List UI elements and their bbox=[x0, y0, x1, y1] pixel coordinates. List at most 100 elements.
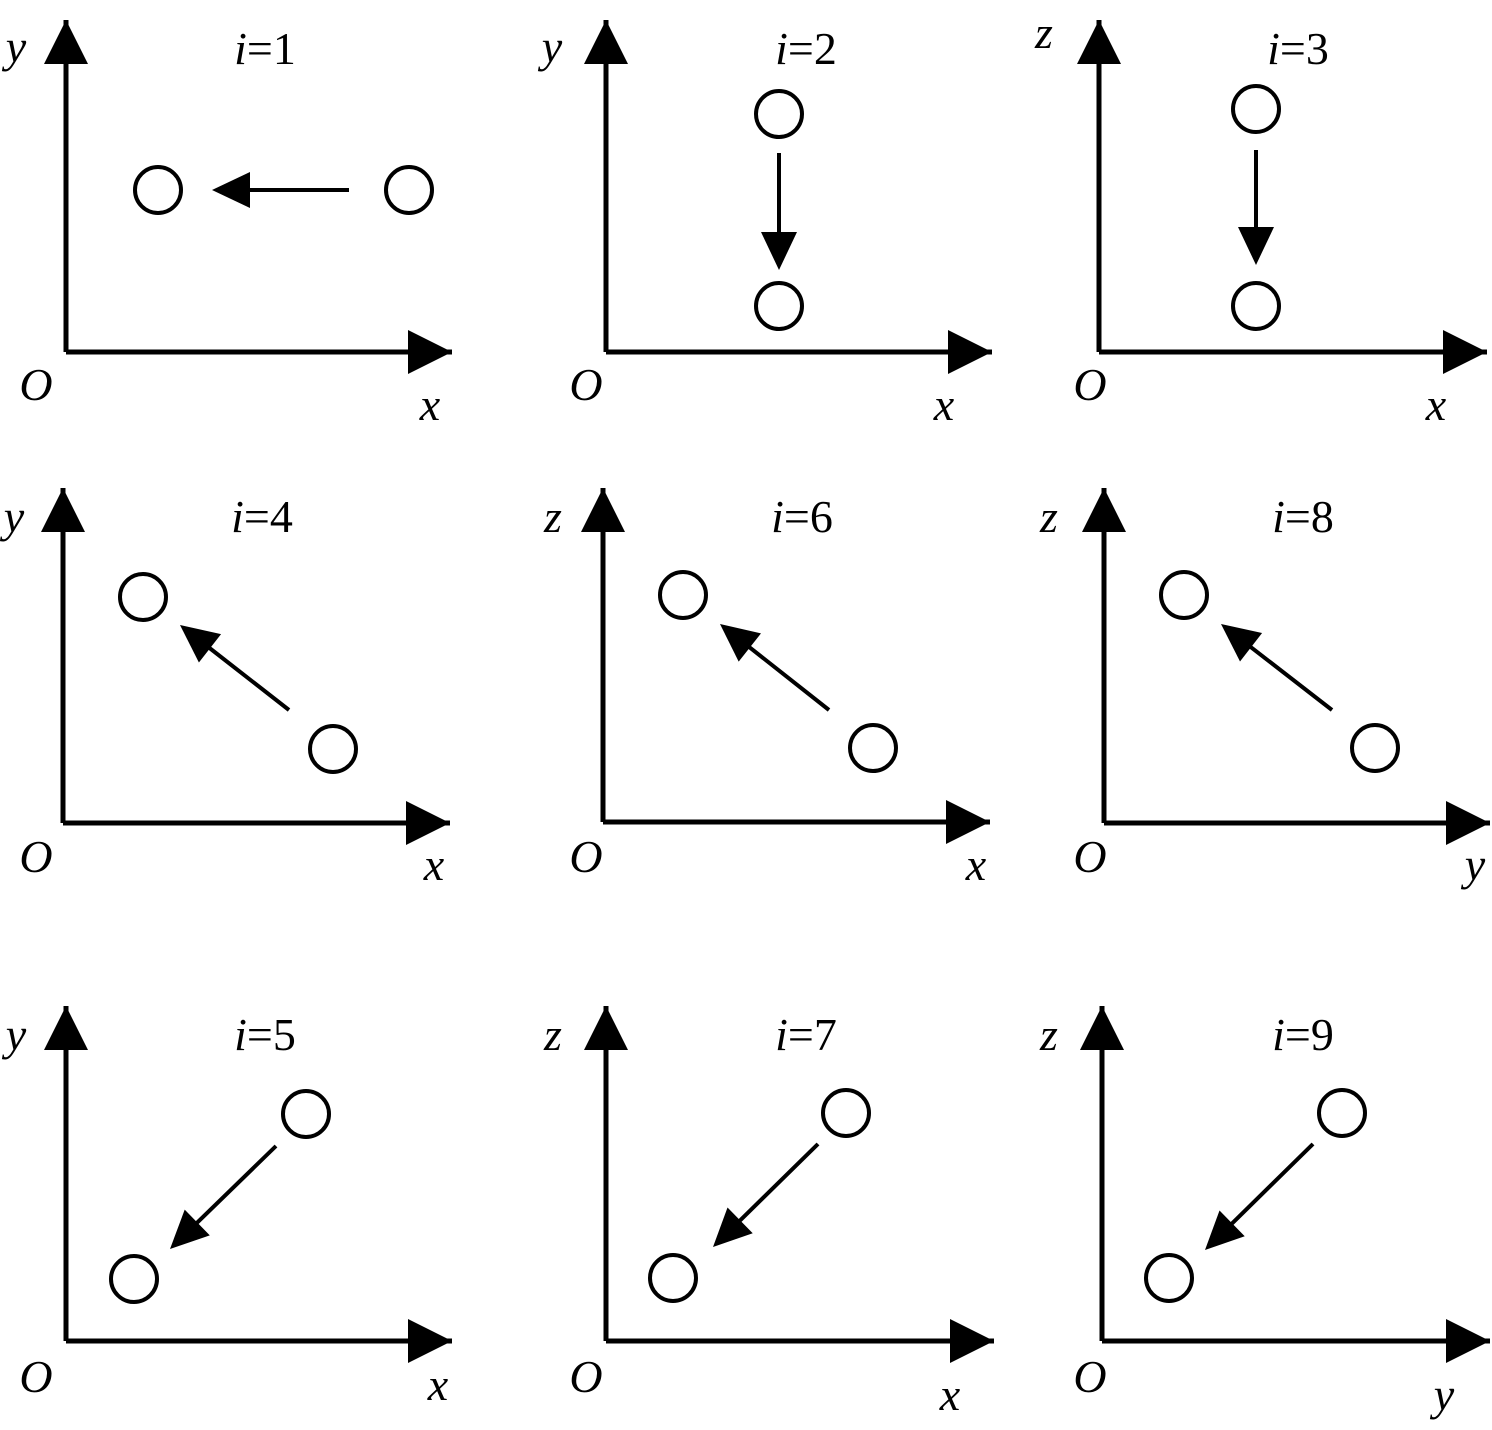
panel-title-variable: i bbox=[1272, 491, 1285, 542]
panel-title-value: =9 bbox=[1285, 1009, 1334, 1060]
panel-title-variable: i bbox=[231, 491, 244, 542]
origin-label: O bbox=[569, 831, 602, 882]
horizontal-axis-label: x bbox=[965, 839, 987, 890]
horizontal-axis-label: x bbox=[423, 839, 445, 890]
state-circle-a bbox=[754, 89, 804, 139]
origin-label: O bbox=[1073, 831, 1106, 882]
vertical-axis-label: z bbox=[1039, 491, 1058, 542]
panel-title-value: =7 bbox=[788, 1009, 837, 1060]
horizontal-axis-arrowhead bbox=[408, 1319, 452, 1363]
state-circle-a bbox=[821, 1088, 871, 1138]
panel-title-value: =8 bbox=[1285, 491, 1334, 542]
horizontal-axis-arrowhead bbox=[406, 801, 450, 845]
transition-arrow-shaft bbox=[1248, 644, 1334, 712]
horizontal-axis-label: x bbox=[939, 1369, 961, 1420]
origin-label: O bbox=[569, 359, 602, 410]
vertical-axis-arrowhead bbox=[1077, 20, 1121, 64]
panel-i-6: z x Oi=6 bbox=[543, 488, 990, 890]
vertical-axis-arrowhead bbox=[41, 488, 85, 532]
state-circle-a bbox=[133, 165, 183, 215]
vertical-axis-arrowhead bbox=[44, 20, 88, 64]
transition-arrow-shaft bbox=[207, 645, 291, 712]
vertical-axis-label: y bbox=[2, 1009, 27, 1060]
transition-arrow-shaft bbox=[737, 1142, 820, 1224]
vertical-axis-arrowhead bbox=[1080, 1006, 1124, 1050]
transition-arrow-shaft bbox=[194, 1144, 278, 1226]
panel-title-variable: i bbox=[234, 23, 247, 74]
origin-label: O bbox=[19, 1351, 52, 1402]
transition-arrow-head bbox=[170, 1209, 210, 1249]
origin-label: O bbox=[1073, 1351, 1106, 1402]
panel-title-variable: i bbox=[771, 491, 784, 542]
vertical-axis-arrowhead bbox=[44, 1006, 88, 1050]
horizontal-axis-arrowhead bbox=[1446, 801, 1490, 845]
panel-title-value: =3 bbox=[1280, 23, 1329, 74]
panel-i-8: z y Oi=8 bbox=[1039, 488, 1490, 890]
panel-title-value: =1 bbox=[247, 23, 296, 74]
vertical-axis-label: z bbox=[543, 1009, 562, 1060]
panel-i-7: z x Oi=7 bbox=[543, 1006, 994, 1420]
state-circle-a bbox=[118, 572, 168, 622]
panel-title: i=9 bbox=[1272, 1009, 1334, 1060]
origin-label: O bbox=[19, 359, 52, 410]
panel-title-variable: i bbox=[1267, 23, 1280, 74]
horizontal-axis-label: x bbox=[933, 379, 955, 430]
panel-title: i=7 bbox=[775, 1009, 837, 1060]
state-circle-a bbox=[658, 570, 708, 620]
origin-label: O bbox=[1073, 359, 1106, 410]
origin-label: O bbox=[19, 831, 52, 882]
state-circle-b bbox=[848, 723, 898, 773]
state-circle-a bbox=[1231, 84, 1281, 134]
transition-arrow-head bbox=[212, 172, 250, 208]
panel-i-5: y x Oi=5 bbox=[2, 1006, 452, 1410]
panel-title-value: =2 bbox=[788, 23, 837, 74]
panel-title: i=3 bbox=[1267, 23, 1329, 74]
state-circle-b bbox=[308, 724, 358, 774]
horizontal-axis-label: y bbox=[1461, 839, 1486, 890]
horizontal-axis-arrowhead bbox=[946, 800, 990, 844]
panel-title-variable: i bbox=[775, 1009, 788, 1060]
panel-title-variable: i bbox=[775, 23, 788, 74]
state-circle-b bbox=[1231, 281, 1281, 331]
panel-i-1: y x Oi=1 bbox=[2, 20, 452, 430]
horizontal-axis-label: x bbox=[427, 1359, 449, 1410]
vertical-axis-label: y bbox=[2, 21, 27, 72]
panel-title-value: =6 bbox=[784, 491, 833, 542]
panel-title: i=2 bbox=[775, 23, 837, 74]
state-circle-b bbox=[1144, 1253, 1194, 1303]
vertical-axis-arrowhead bbox=[581, 488, 625, 532]
transition-arrow-head bbox=[713, 1207, 753, 1247]
vertical-axis-label: z bbox=[543, 491, 562, 542]
state-circle-a bbox=[1159, 570, 1209, 620]
vertical-axis-label: y bbox=[538, 21, 563, 72]
state-circle-a bbox=[1317, 1088, 1367, 1138]
vertical-axis-arrowhead bbox=[584, 1006, 628, 1050]
state-circle-b bbox=[109, 1254, 159, 1304]
horizontal-axis-arrowhead bbox=[1443, 330, 1487, 374]
vertical-axis-label: z bbox=[1034, 7, 1053, 58]
horizontal-axis-label: y bbox=[1430, 1369, 1455, 1420]
transition-arrow-head bbox=[761, 232, 797, 270]
state-circle-b bbox=[384, 165, 434, 215]
vertical-axis-arrowhead bbox=[1082, 488, 1126, 532]
horizontal-axis-label: x bbox=[1425, 379, 1447, 430]
panel-title-value: =5 bbox=[247, 1009, 296, 1060]
transition-arrow-shaft bbox=[747, 644, 831, 712]
origin-label: O bbox=[569, 1351, 602, 1402]
horizontal-axis-arrowhead bbox=[948, 330, 992, 374]
panel-i-2: y x Oi=2 bbox=[538, 20, 992, 430]
state-circle-a bbox=[281, 1089, 331, 1139]
horizontal-axis-arrowhead bbox=[408, 330, 452, 374]
panel-title-variable: i bbox=[234, 1009, 247, 1060]
panel-title: i=4 bbox=[231, 491, 293, 542]
panel-i-3: z x Oi=3 bbox=[1034, 7, 1487, 430]
vertical-axis-label: z bbox=[1039, 1009, 1058, 1060]
panel-title-value: =4 bbox=[244, 491, 293, 542]
state-circle-b bbox=[1350, 723, 1400, 773]
horizontal-axis-label: x bbox=[419, 379, 441, 430]
panel-title: i=8 bbox=[1272, 491, 1334, 542]
horizontal-axis-arrowhead bbox=[1446, 1319, 1490, 1363]
panel-i-9: z y Oi=9 bbox=[1039, 1006, 1490, 1420]
